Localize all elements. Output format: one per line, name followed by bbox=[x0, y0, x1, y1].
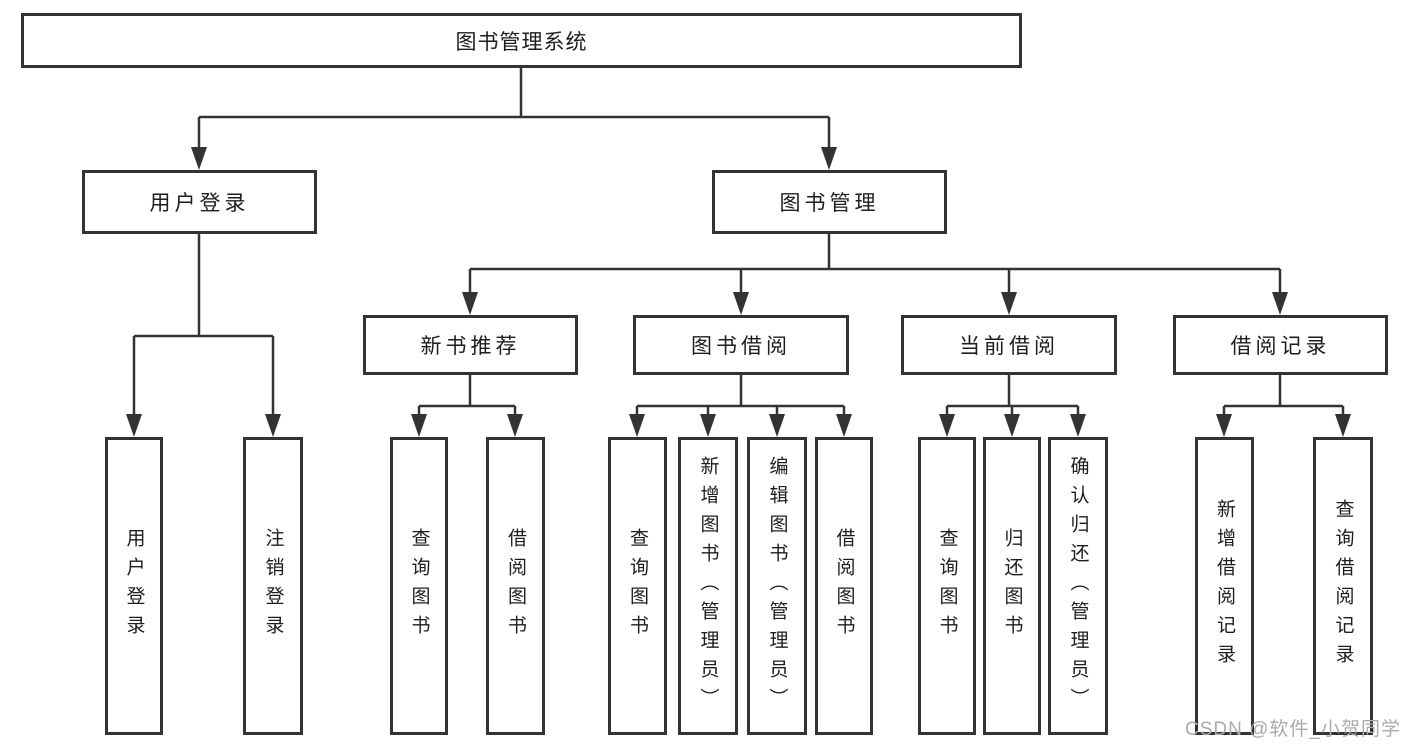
leaf-add-books-admin-label: 新增图书（管理员） bbox=[697, 455, 719, 717]
leaf-add-borrow-record-label: 新增借阅记录 bbox=[1214, 499, 1235, 673]
leaf-confirm-return-admin: 确认归还（管理员） bbox=[1048, 437, 1108, 735]
leaf-user-login: 用户登录 bbox=[105, 437, 163, 735]
leaf-borrow-books-1: 借阅图书 bbox=[486, 437, 545, 735]
leaf-query-books-1: 查询图书 bbox=[390, 437, 448, 735]
leaf-borrow-books-2-label: 借阅图书 bbox=[833, 528, 855, 644]
leaf-query-books-1-label: 查询图书 bbox=[408, 528, 430, 644]
node-root-label: 图书管理系统 bbox=[455, 30, 588, 54]
node-book-management-branch: 图书管理 bbox=[712, 170, 947, 234]
leaf-add-books-admin: 新增图书（管理员） bbox=[678, 437, 738, 735]
leaf-query-books-3-label: 查询图书 bbox=[936, 528, 958, 644]
node-borrowing-records: 借阅记录 bbox=[1173, 315, 1388, 375]
leaf-return-books-label: 归还图书 bbox=[1001, 528, 1023, 644]
node-new-book-recommendation: 新书推荐 bbox=[363, 315, 578, 375]
node-current-borrowing-label: 当前借阅 bbox=[959, 335, 1059, 358]
leaf-query-borrow-record-label: 查询借阅记录 bbox=[1332, 499, 1354, 673]
leaf-edit-books-admin-label: 编辑图书（管理员） bbox=[766, 455, 788, 717]
node-book-management-label: 图书管理 bbox=[779, 192, 880, 215]
node-book-borrowing-label: 图书借阅 bbox=[691, 335, 791, 358]
leaf-logout: 注销登录 bbox=[243, 437, 303, 735]
leaf-query-books-3: 查询图书 bbox=[918, 437, 976, 735]
node-current-borrowing: 当前借阅 bbox=[901, 315, 1117, 375]
leaf-query-books-2: 查询图书 bbox=[608, 437, 667, 735]
leaf-add-borrow-record: 新增借阅记录 bbox=[1195, 437, 1254, 735]
node-borrowing-records-label: 借阅记录 bbox=[1230, 335, 1331, 358]
node-book-borrowing: 图书借阅 bbox=[633, 315, 849, 375]
leaf-logout-label: 注销登录 bbox=[262, 528, 284, 644]
leaf-borrow-books-1-label: 借阅图书 bbox=[505, 528, 526, 644]
csdn-watermark: CSDN @软件_小贺同学 bbox=[1185, 719, 1401, 740]
leaf-borrow-books-2: 借阅图书 bbox=[815, 437, 873, 735]
leaf-query-books-2-label: 查询图书 bbox=[627, 528, 648, 644]
node-new-book-recommendation-label: 新书推荐 bbox=[420, 335, 521, 358]
leaf-user-login-label: 用户登录 bbox=[123, 528, 145, 644]
leaf-edit-books-admin: 编辑图书（管理员） bbox=[747, 437, 807, 735]
node-root-library-system: 图书管理系统 bbox=[21, 13, 1022, 68]
leaf-return-books: 归还图书 bbox=[983, 437, 1041, 735]
leaf-confirm-return-admin-label: 确认归还（管理员） bbox=[1067, 455, 1089, 717]
node-user-login-label: 用户登录 bbox=[149, 192, 250, 215]
node-user-login-branch: 用户登录 bbox=[82, 170, 317, 234]
leaf-query-borrow-record: 查询借阅记录 bbox=[1313, 437, 1373, 735]
